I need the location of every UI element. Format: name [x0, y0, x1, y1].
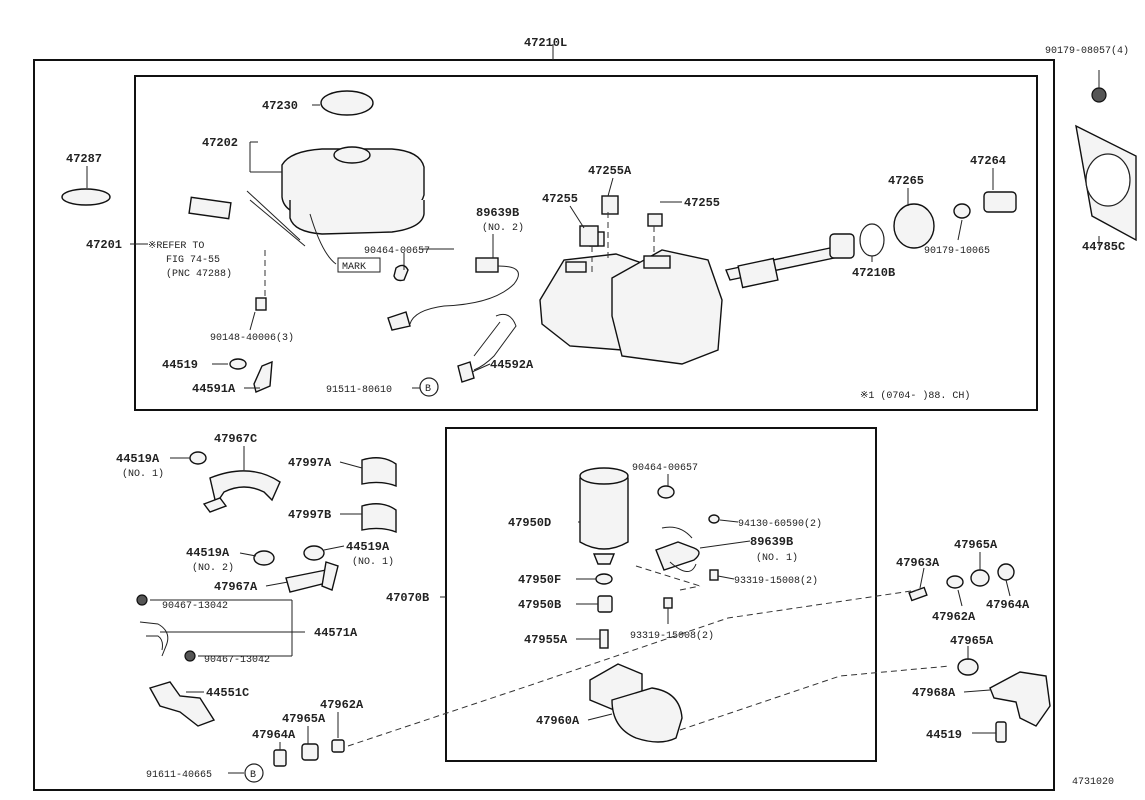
label-mark: MARK [342, 262, 366, 273]
label-47997b: 47997B [288, 508, 331, 522]
label-44551c: 44551C [206, 686, 249, 700]
plate-44785c [1075, 70, 1137, 242]
label-note: ※1 (0704- )88. CH) [860, 390, 970, 402]
label-47255a: 47255A [588, 164, 632, 178]
label-44591a: 44591A [192, 382, 236, 396]
label-refer-line1: ※REFER TO [148, 241, 204, 252]
label-47997a: 47997A [288, 456, 332, 470]
label-47967c: 47967C [214, 432, 257, 446]
tube-44592a [473, 313, 517, 371]
label-44592a: 44592A [490, 358, 534, 372]
label-47962a-left: 47962A [320, 698, 364, 712]
label-refer-line2: FIG 74-55 [166, 255, 220, 266]
label-47230: 47230 [262, 99, 298, 113]
label-47964a-left: 47964A [252, 728, 296, 742]
label-90467-a: 90467-13042 [162, 601, 228, 612]
label-47255-left: 47255 [542, 192, 578, 206]
sensor-89639b [387, 257, 519, 331]
label-89639b-bot: 89639B [750, 535, 793, 549]
label-47070b: 47070B [386, 591, 429, 605]
label-47287: 47287 [66, 152, 102, 166]
label-44519-top: 44519 [162, 358, 198, 372]
ref-circle-b-lower [244, 763, 264, 783]
label-44519-bot: 44519 [926, 728, 962, 742]
label-no2-top: (NO. 2) [482, 222, 524, 234]
ref-circle-b-upper [419, 377, 439, 397]
upper-frame [134, 75, 1038, 411]
reservoir-assembly [188, 90, 425, 393]
outer-frame [33, 59, 1055, 791]
label-47967a: 47967A [214, 580, 258, 594]
ref-b-upper: B [425, 384, 431, 395]
label-47950f: 47950F [518, 573, 561, 587]
label-47210l: 47210L [524, 36, 567, 50]
label-47962a-right: 47962A [932, 610, 976, 624]
label-figure-code: 4731020 [1072, 777, 1114, 788]
label-47965a-r1: 47965A [954, 538, 998, 552]
label-47960a: 47960A [536, 714, 580, 728]
label-94130: 94130-60590(2) [738, 518, 822, 530]
label-refer-line3: (PNC 47288) [166, 268, 232, 280]
label-no2-b: (NO. 2) [192, 562, 234, 574]
label-47265: 47265 [888, 174, 924, 188]
master-cylinder [539, 191, 1017, 365]
label-44571a: 44571A [314, 626, 358, 640]
label-47202: 47202 [202, 136, 238, 150]
label-90179-top: 90179-08057(4) [1045, 45, 1129, 57]
label-90179-mid: 90179-10065 [924, 246, 990, 257]
label-47955a: 47955A [524, 633, 568, 647]
label-47965a-left: 47965A [282, 712, 326, 726]
lower-frame [445, 427, 877, 762]
label-no1-a: (NO. 1) [122, 468, 164, 480]
label-90467-b: 90467-13042 [204, 655, 270, 666]
gasket-47287 [61, 188, 111, 206]
leader-lines [86, 104, 1100, 774]
label-90464-top: 90464-00657 [364, 246, 430, 257]
pump-unit [579, 467, 720, 743]
label-47264: 47264 [970, 154, 1006, 168]
label-47210b: 47210B [852, 266, 895, 280]
label-44519a-right: 44519A [346, 540, 390, 554]
label-90464-bot: 90464-00657 [632, 463, 698, 474]
label-47964a-right: 47964A [986, 598, 1030, 612]
mark-box [337, 257, 381, 273]
left-bracket-group [136, 451, 397, 767]
label-44519a-no1: 44519A [116, 452, 160, 466]
label-90148: 90148-40006(3) [210, 332, 294, 344]
right-bracket-group [908, 563, 1051, 743]
label-44785c: 44785C [1082, 240, 1125, 254]
label-89639b-top: 89639B [476, 206, 519, 220]
label-no1-c: (NO. 1) [756, 552, 798, 564]
label-47950d: 47950D [508, 516, 551, 530]
label-47968a: 47968A [912, 686, 956, 700]
label-93319-b: 93319-15008(2) [630, 630, 714, 642]
label-47965a-r2: 47965A [950, 634, 994, 648]
label-47950b: 47950B [518, 598, 561, 612]
label-44519a-no2: 44519A [186, 546, 230, 560]
label-no1-b: (NO. 1) [352, 556, 394, 568]
ref-b-lower: B [250, 770, 256, 781]
label-91611: 91611-40665 [146, 770, 212, 781]
label-47201: 47201 [86, 238, 122, 252]
label-93319-a: 93319-15008(2) [734, 575, 818, 587]
label-47963a: 47963A [896, 556, 940, 570]
label-91511: 91511-80610 [326, 385, 392, 396]
label-47255-right: 47255 [684, 196, 720, 210]
